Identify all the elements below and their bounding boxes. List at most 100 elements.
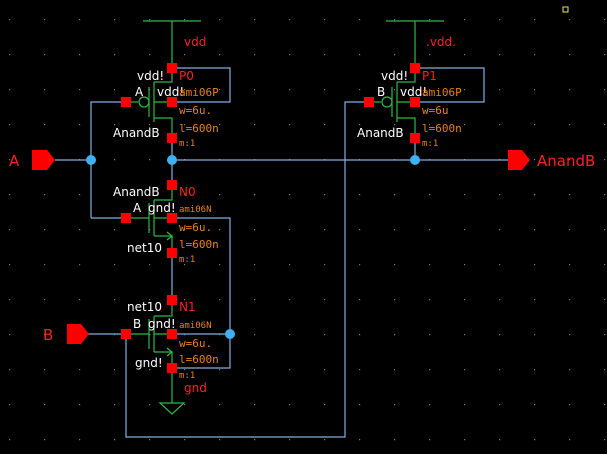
grid-dot [44,19,46,21]
p0-instance: P0 [179,69,194,83]
transistor-p1[interactable]: vdd! B vdd! AnandB P1 ami06P w=6u l=600n… [357,63,462,149]
grid-dot [219,439,221,441]
grid-dot [534,369,536,371]
n1-gate-net: B [133,317,141,331]
grid-dot [149,159,151,161]
grid-dot [359,334,361,336]
grid-dot [219,54,221,56]
transistor-n1[interactable]: net10 B gnd! gnd! N1 ami06N w=6u. l=600n… [121,295,219,381]
grid-dot [464,299,466,301]
p0-multiplier: m:1 [179,139,195,149]
grid-dot [394,194,396,196]
port-b[interactable]: B [43,324,89,344]
wire-a-to-p0-gate[interactable] [90,101,126,218]
grid-dot [394,264,396,266]
grid-dot [499,54,501,56]
grid-dot [44,264,46,266]
grid-dot [114,299,116,301]
junction-anandb-left [167,155,177,165]
ground-icon [158,402,186,415]
grid-dot [534,54,536,56]
grid-dot [289,369,291,371]
wire-b-loop[interactable] [125,101,369,438]
grid-dot [9,404,11,406]
grid-dot [569,54,571,56]
grid-dot [149,334,151,336]
grid-dot [44,369,46,371]
vdd-supply-right: .vdd. [386,20,456,68]
grid-dot [464,89,466,91]
grid-dot [9,264,11,266]
grid-dot [394,19,396,21]
grid-dot [79,19,81,21]
grid-dot [114,19,116,21]
grid-dot [289,54,291,56]
grid-dot [9,159,11,161]
grid-dot [219,264,221,266]
junction-nmos-bulk [225,329,235,339]
grid-dot [464,404,466,406]
grid-dot [289,229,291,231]
n0-instance: N0 [179,185,196,199]
grid-dot [464,19,466,21]
grid-dots [9,19,606,441]
grid-dot [394,299,396,301]
grid-dot [324,404,326,406]
grid-dot [219,194,221,196]
p0-length: l=600n [179,122,219,135]
n0-length: l=600n [179,238,219,251]
grid-dot [184,19,186,21]
grid-dot [254,439,256,441]
grid-dot [289,439,291,441]
grid-dot [219,404,221,406]
grid-dot [44,404,46,406]
grid-dot [534,439,536,441]
grid-dot [394,54,396,56]
grid-dot [254,19,256,21]
transistor-n0[interactable]: AnandB A gnd! net10 N0 ami06N w=6u. l=60… [113,180,219,265]
grid-dot [184,299,186,301]
transistor-p0[interactable]: vdd! A vdd! AnandB P0 ami06P w=6u. l=600… [113,63,219,149]
grid-dot [79,369,81,371]
grid-dot [499,334,501,336]
grid-dot [149,19,151,21]
grid-dot [324,54,326,56]
grid-dot [604,404,606,406]
grid-dot [534,19,536,21]
grid-dot [254,299,256,301]
grid-dot [324,194,326,196]
n1-multiplier: m:1 [179,371,195,381]
p0-bulk-net: vdd! [137,69,164,83]
grid-dot [569,19,571,21]
grid-dot [394,334,396,336]
n1-source-net: gnd! [135,356,163,370]
grid-dot [149,54,151,56]
grid-dot [289,264,291,266]
p1-bulk-net: vdd! [381,69,408,83]
port-anandb[interactable]: AnandB [508,150,595,170]
grid-dot [44,229,46,231]
grid-dot [9,19,11,21]
grid-dot [79,194,81,196]
n0-gate-net: A [133,201,142,215]
grid-dot [569,299,571,301]
grid-dot [9,54,11,56]
grid-dot [429,54,431,56]
wire-nmos-bulk[interactable] [172,217,231,369]
grid-dot [534,264,536,266]
wire-p1-bulk[interactable] [415,67,485,103]
grid-dot [79,439,81,441]
port-a[interactable]: A [9,150,55,170]
n1-length: l=600n [179,353,219,366]
grid-dot [289,299,291,301]
grid-dot [394,124,396,126]
n0-model: ami06N [179,205,212,215]
wire-p0-bulk[interactable] [172,67,231,103]
grid-dot [499,439,501,441]
grid-dot [184,369,186,371]
grid-dot [44,334,46,336]
grid-dot [534,334,536,336]
grid-dot [114,229,116,231]
p1-model: ami06P [422,86,462,99]
